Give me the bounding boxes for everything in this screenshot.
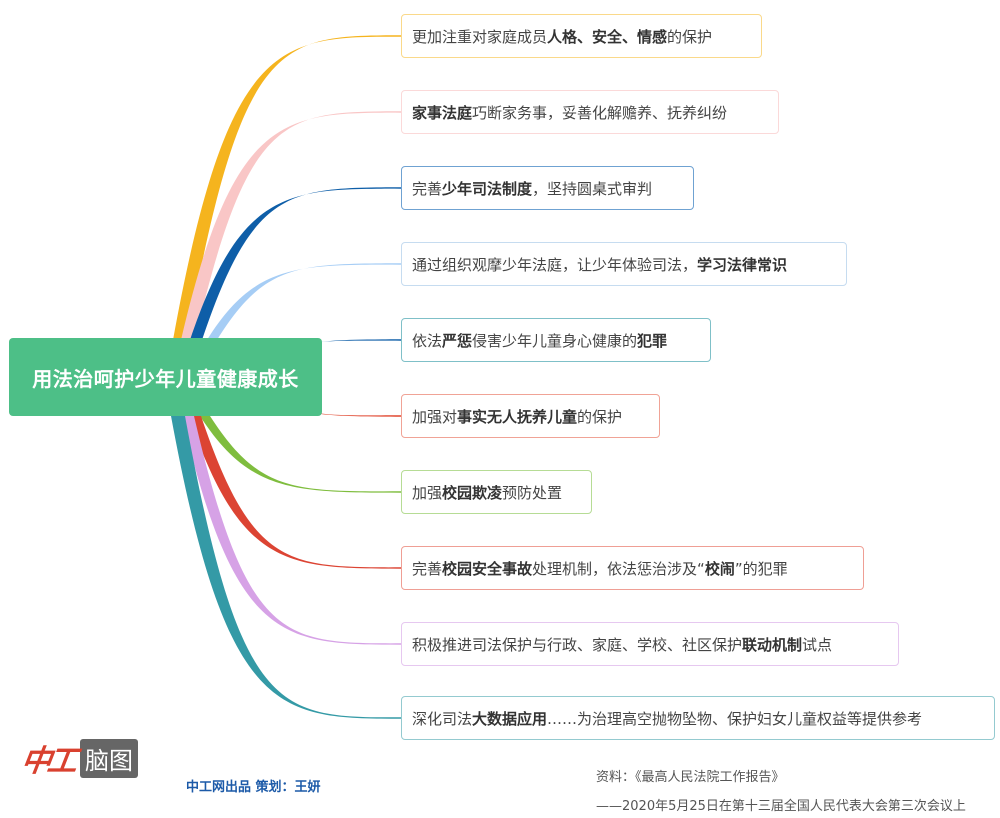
topic-text: 深化司法: [412, 709, 473, 728]
topic-node-2[interactable]: 家事法庭巧断家务事，妥善化解赡养、抚养纠纷: [401, 90, 779, 134]
branch-3: [190, 187, 401, 340]
topic-highlight-text: 犯罪: [637, 331, 668, 350]
topic-node-6[interactable]: 加强对事实无人抚养儿童的保护: [401, 394, 660, 438]
root-topic[interactable]: 用法治呵护少年儿童健康成长: [9, 338, 322, 416]
branch-8: [189, 416, 401, 569]
branch-9: [182, 416, 401, 645]
source-detail-text: ——2020年5月25日在第十三届全国人民代表大会第三次会议上: [596, 799, 966, 814]
topic-text: 巧断家务事，妥善化解赡养、抚养纠纷: [472, 103, 728, 122]
topic-text: 通过组织观摩少年法庭，让少年体验司法，: [412, 255, 698, 274]
branch-5: [298, 339, 401, 345]
topic-node-3[interactable]: 完善少年司法制度，坚持圆桌式审判: [401, 166, 694, 210]
topic-node-4[interactable]: 通过组织观摩少年法庭，让少年体验司法，学习法律常识: [401, 242, 847, 286]
topic-text: ……为治理高空抛物坠物、保护妇女儿童权益等提供参考: [547, 709, 923, 728]
logo-badge: 脑图: [80, 738, 138, 778]
topic-text: ，坚持圆桌式审判: [532, 179, 653, 198]
topic-node-8[interactable]: 完善校园安全事故处理机制，依法惩治涉及“校闹”的犯罪: [401, 546, 864, 590]
topic-text: 的保护: [577, 407, 623, 426]
logo-text: 中工: [19, 744, 76, 779]
topic-highlight-text: 学习法律常识: [697, 255, 788, 274]
topic-highlight-text: 少年司法制度: [442, 179, 533, 198]
topic-node-5[interactable]: 依法严惩侵害少年儿童身心健康的犯罪: [401, 318, 711, 362]
topic-text: 依法: [412, 331, 443, 350]
branch-7: [200, 416, 401, 493]
branch-4: [207, 263, 401, 340]
topic-highlight-text: 校园安全事故: [442, 559, 533, 578]
topic-node-7[interactable]: 加强校园欺凌预防处置: [401, 470, 592, 514]
topic-text: 更加注重对家庭成员: [412, 27, 548, 46]
topic-node-1[interactable]: 更加注重对家庭成员人格、安全、情感的保护: [401, 14, 762, 58]
branch-1: [173, 35, 401, 341]
topic-highlight-text: 大数据应用: [472, 709, 548, 728]
topic-text: 加强对: [412, 407, 458, 426]
topic-text: 侵害少年儿童身心健康的: [472, 331, 638, 350]
topic-highlight-text: 人格、安全、情感: [547, 27, 668, 46]
branch-2: [181, 111, 401, 340]
topic-text: 完善: [412, 179, 443, 198]
topic-highlight-text: 校园欺凌: [442, 483, 503, 502]
topic-text: 处理机制，依法惩治涉及“: [532, 559, 705, 578]
topic-node-9[interactable]: 积极推进司法保护与行政、家庭、学校、社区保护联动机制试点: [401, 622, 899, 666]
topic-node-10[interactable]: 深化司法大数据应用……为治理高空抛物坠物、保护妇女儿童权益等提供参考: [401, 696, 995, 740]
topic-highlight-text: 校闹: [704, 559, 735, 578]
root-topic-label: 用法治呵护少年儿童健康成长: [32, 366, 299, 391]
branch-10: [171, 416, 401, 719]
topic-text: 试点: [802, 635, 833, 654]
topic-text: 完善: [412, 559, 443, 578]
topic-text: ”的犯罪: [734, 559, 788, 578]
credit-text: 中工网出品 策划：王妍: [186, 780, 321, 795]
topic-highlight-text: 严惩: [442, 331, 473, 350]
source-text: 资料：《最高人民法院工作报告》: [596, 770, 785, 785]
topic-text: 的保护: [667, 27, 713, 46]
topic-text: 积极推进司法保护与行政、家庭、学校、社区保护: [412, 635, 743, 654]
topic-highlight-text: 事实无人抚养儿童: [457, 407, 578, 426]
topic-highlight-text: 家事法庭: [412, 103, 473, 122]
topic-text: 预防处置: [502, 483, 563, 502]
topic-highlight-text: 联动机制: [742, 635, 803, 654]
brand-logo: 中工 脑图: [19, 736, 138, 780]
topic-text: 加强: [412, 483, 443, 502]
